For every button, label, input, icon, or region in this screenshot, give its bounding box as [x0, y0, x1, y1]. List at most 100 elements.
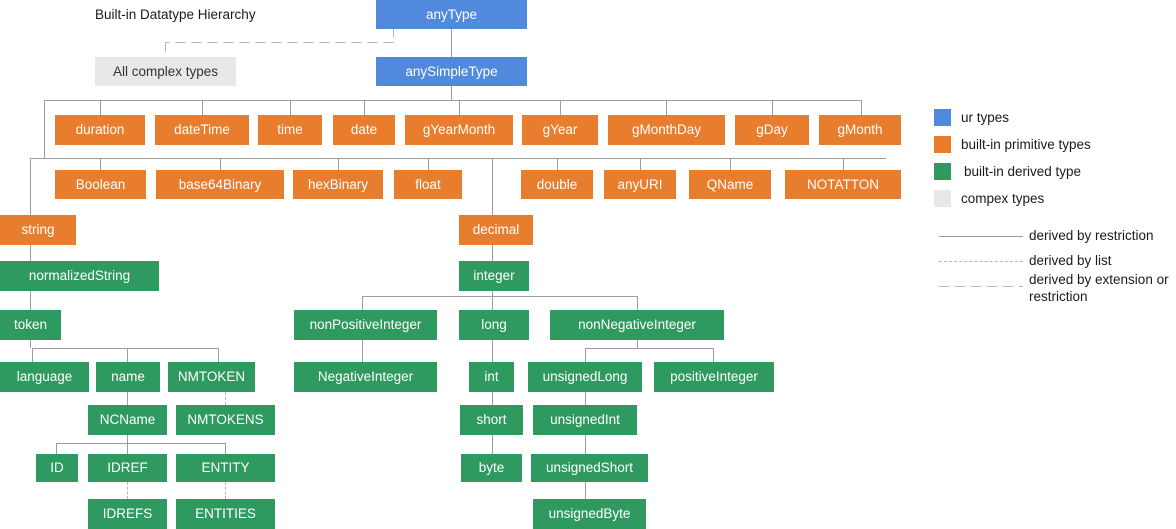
node-anysimpletype[interactable]: anySimpleType [376, 57, 527, 86]
node-name[interactable]: name [96, 362, 160, 392]
node-long[interactable]: long [459, 310, 529, 340]
node-duration[interactable]: duration [55, 115, 145, 145]
connector-drop-time [290, 100, 291, 115]
connector-ncname-riser [127, 435, 128, 443]
node-datetime[interactable]: dateTime [155, 115, 249, 145]
node-entity[interactable]: ENTITY [176, 454, 275, 482]
connector-drop-float [428, 158, 429, 170]
connector-name-ncname [127, 392, 128, 405]
connector-drop-duration [100, 100, 101, 115]
node-base64binary[interactable]: base64Binary [156, 170, 284, 199]
connector-anytype-anysimpletype [451, 29, 452, 57]
connector-token-bus [32, 348, 218, 349]
node-all-complex-types[interactable]: All complex types [95, 57, 236, 86]
node-integer[interactable]: integer [459, 261, 529, 291]
node-unsignedshort[interactable]: unsignedShort [531, 454, 648, 482]
connector-drop-qname [730, 158, 731, 170]
connector-decimal-integer [492, 245, 493, 261]
node-time[interactable]: time [258, 115, 322, 145]
legend-label-complex-types: compex types [961, 191, 1045, 206]
node-float[interactable]: float [394, 170, 462, 199]
node-unsignedbyte[interactable]: unsignedByte [533, 499, 646, 529]
legend-swatch-complex-types [934, 190, 951, 207]
connector-primitive-bus-2 [30, 158, 886, 159]
node-gmonth[interactable]: gMonth [819, 115, 901, 145]
diagram-title: Built-in Datatype Hierarchy [95, 7, 256, 22]
connector-nmtoken-nmtokens [225, 392, 226, 405]
legend-label-list: derived by list [1029, 253, 1112, 268]
legend-line-restriction [939, 236, 1023, 237]
connector-bus1-to-bus2 [44, 100, 45, 158]
connector-anysimpletype-riser [451, 86, 452, 100]
node-positiveinteger[interactable]: positiveInteger [654, 362, 774, 392]
legend-swatch-primitive-types [934, 136, 951, 153]
node-nonpositiveinteger[interactable]: nonPositiveInteger [294, 310, 437, 340]
connector-string-normalizedstring [30, 245, 31, 261]
connector-drop-entity [225, 443, 226, 454]
node-string[interactable]: string [0, 215, 76, 245]
connector-drop-nonpositiveinteger [362, 296, 363, 310]
node-anyuri[interactable]: anyURI [604, 170, 676, 199]
node-negativeinteger[interactable]: NegativeInteger [294, 362, 437, 392]
node-unsignedint[interactable]: unsignedInt [533, 405, 637, 435]
connector-drop-gmonth [861, 100, 862, 115]
connector-complex-drop [165, 42, 166, 57]
connector-drop-gmonthday [666, 100, 667, 115]
connector-drop-double [557, 158, 558, 170]
node-qname[interactable]: QName [689, 170, 771, 199]
connector-short-byte [492, 435, 493, 454]
node-nmtokens[interactable]: NMTOKENS [176, 405, 275, 435]
connector-drop-notation [843, 158, 844, 170]
connector-bus2-to-decimal [492, 158, 493, 215]
node-byte[interactable]: byte [461, 454, 522, 482]
node-ncname[interactable]: NCName [88, 405, 167, 435]
node-token[interactable]: token [0, 310, 61, 340]
node-idrefs[interactable]: IDREFS [88, 499, 167, 529]
connector-drop-nmtoken [218, 348, 219, 362]
node-decimal[interactable]: decimal [459, 215, 533, 245]
node-date[interactable]: date [333, 115, 395, 145]
node-nonnegativeinteger[interactable]: nonNegativeInteger [550, 310, 724, 340]
node-id[interactable]: ID [36, 454, 78, 482]
node-entities[interactable]: ENTITIES [176, 499, 275, 529]
connector-drop-name [127, 348, 128, 362]
node-language[interactable]: language [0, 362, 89, 392]
connector-drop-long [492, 296, 493, 310]
connector-nonpositive-negative [362, 340, 363, 362]
node-unsignedlong[interactable]: unsignedLong [528, 362, 642, 392]
connector-integer-bus [362, 296, 637, 297]
connector-drop-gyear [560, 100, 561, 115]
connector-entity-entities [225, 482, 226, 499]
node-boolean[interactable]: Boolean [55, 170, 146, 199]
node-gday[interactable]: gDay [735, 115, 809, 145]
legend-label-ur-types: ur types [961, 110, 1010, 125]
node-idref[interactable]: IDREF [88, 454, 167, 482]
connector-integer-riser [492, 291, 493, 296]
connector-drop-language [32, 348, 33, 362]
connector-bus2-to-string [30, 158, 31, 215]
node-short[interactable]: short [460, 405, 523, 435]
connector-anytype-complex-bus [165, 42, 394, 43]
legend-swatch-derived-type [934, 163, 951, 180]
connector-unsignedshort-unsignedbyte [585, 482, 586, 499]
node-normalizedstring[interactable]: normalizedString [0, 261, 159, 291]
node-notation[interactable]: NOTATTON [785, 170, 901, 199]
node-gyear[interactable]: gYear [522, 115, 598, 145]
connector-drop-unsignedlong [585, 348, 586, 362]
connector-drop-anyuri [640, 158, 641, 170]
connector-idref-idrefs [127, 482, 128, 499]
connector-drop-base64binary [220, 158, 221, 170]
connector-unsignedlong-unsignedint [585, 392, 586, 405]
node-gmonthday[interactable]: gMonthDay [608, 115, 725, 145]
node-hexbinary[interactable]: hexBinary [293, 170, 383, 199]
node-gyearmonth[interactable]: gYearMonth [405, 115, 513, 145]
node-int[interactable]: int [469, 362, 514, 392]
node-anytype[interactable]: anyType [376, 0, 527, 29]
node-nmtoken[interactable]: NMTOKEN [168, 362, 255, 392]
node-double[interactable]: double [521, 170, 593, 199]
legend-label-extension-restriction: derived by extension or restriction [1029, 272, 1169, 304]
connector-nonnegative-bus [585, 348, 714, 349]
legend-swatch-ur-types [934, 109, 951, 126]
legend-label-derived-type: built-in derived type [964, 164, 1082, 179]
